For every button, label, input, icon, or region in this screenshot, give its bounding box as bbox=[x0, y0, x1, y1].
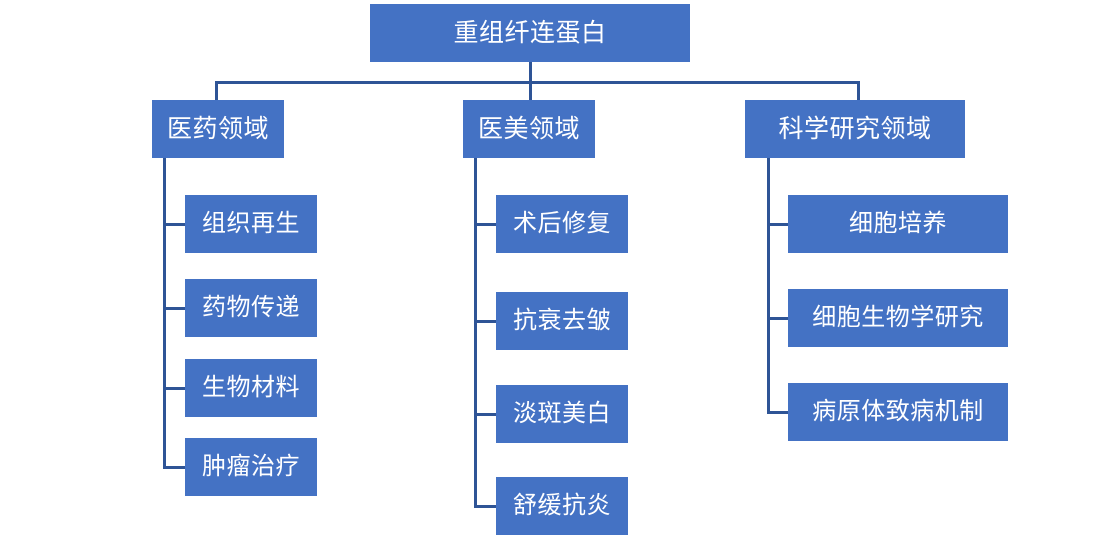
leaf-node-label-2-2: 抗衰去皱 bbox=[513, 306, 611, 334]
leaf-node-anti-aging-wrinkle[interactable]: 抗衰去皱 bbox=[496, 292, 628, 350]
leaf-node-label-3-3: 病原体致病机制 bbox=[812, 397, 984, 425]
connector-stub-3-3 bbox=[767, 411, 789, 414]
root-node-label: 重组纤连蛋白 bbox=[453, 19, 607, 47]
branch-node-label-3: 科学研究领域 bbox=[778, 115, 932, 143]
branch-node-pharmaceutical[interactable]: 医药领域 bbox=[152, 100, 284, 158]
leaf-node-label-2-1: 术后修复 bbox=[513, 209, 611, 237]
leaf-node-label-1-4: 肿瘤治疗 bbox=[202, 452, 300, 480]
leaf-node-pathogen-mechanism[interactable]: 病原体致病机制 bbox=[788, 383, 1008, 441]
connector-spine-branch-3 bbox=[767, 158, 770, 414]
connector-stub-3-2 bbox=[767, 317, 789, 320]
leaf-node-label-3-1: 细胞培养 bbox=[849, 209, 947, 237]
leaf-node-label-2-3: 淡斑美白 bbox=[513, 399, 611, 427]
connector-branch-drop-2 bbox=[529, 81, 532, 101]
connector-stub-1-1 bbox=[163, 223, 186, 226]
leaf-node-soothing-anti-inflammatory[interactable]: 舒缓抗炎 bbox=[496, 477, 628, 535]
leaf-node-cell-culture[interactable]: 细胞培养 bbox=[788, 195, 1008, 253]
branch-node-label-1: 医药领域 bbox=[166, 115, 269, 143]
connector-stub-1-4 bbox=[163, 466, 186, 469]
branch-node-scientific-research[interactable]: 科学研究领域 bbox=[745, 100, 965, 158]
branch-node-aesthetic-medicine[interactable]: 医美领域 bbox=[463, 100, 595, 158]
connector-stub-3-1 bbox=[767, 223, 789, 226]
root-node-recombinant-fibronectin[interactable]: 重组纤连蛋白 bbox=[370, 4, 690, 62]
connector-root-bus bbox=[215, 81, 860, 84]
leaf-node-cell-biology-research[interactable]: 细胞生物学研究 bbox=[788, 289, 1008, 347]
connector-branch-drop-1 bbox=[215, 81, 218, 101]
leaf-node-spot-lightening[interactable]: 淡斑美白 bbox=[496, 385, 628, 443]
leaf-node-label-2-4: 舒缓抗炎 bbox=[513, 491, 611, 519]
leaf-node-label-3-2: 细胞生物学研究 bbox=[812, 303, 984, 331]
leaf-node-label-1-3: 生物材料 bbox=[202, 373, 300, 401]
connector-branch-drop-3 bbox=[857, 81, 860, 101]
connector-stub-2-1 bbox=[474, 223, 497, 226]
connector-stub-1-3 bbox=[163, 387, 186, 390]
connector-stub-2-3 bbox=[474, 413, 497, 416]
leaf-node-label-1-2: 药物传递 bbox=[202, 293, 300, 321]
leaf-node-tumor-therapy[interactable]: 肿瘤治疗 bbox=[185, 438, 317, 496]
connector-stub-2-2 bbox=[474, 320, 497, 323]
leaf-node-biomaterials[interactable]: 生物材料 bbox=[185, 359, 317, 417]
connector-spine-branch-1 bbox=[163, 158, 166, 469]
leaf-node-drug-delivery[interactable]: 药物传递 bbox=[185, 279, 317, 337]
connector-stub-2-4 bbox=[474, 505, 497, 508]
leaf-node-post-op-repair[interactable]: 术后修复 bbox=[496, 195, 628, 253]
branch-node-label-2: 医美领域 bbox=[477, 115, 580, 143]
connector-spine-branch-2 bbox=[474, 158, 477, 508]
connector-root-stem bbox=[529, 62, 532, 83]
leaf-node-label-1-1: 组织再生 bbox=[202, 209, 300, 237]
leaf-node-tissue-regeneration[interactable]: 组织再生 bbox=[185, 195, 317, 253]
connector-stub-1-2 bbox=[163, 307, 186, 310]
